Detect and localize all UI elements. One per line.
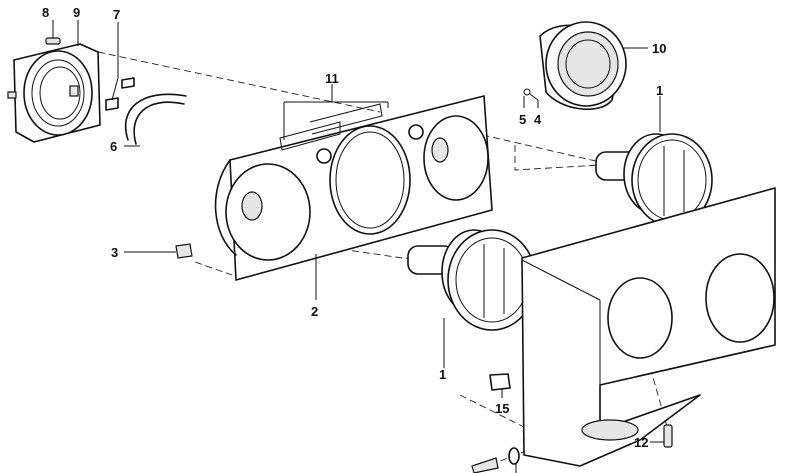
callout-5: 5 — [519, 112, 527, 127]
callout-7: 7 — [113, 7, 121, 22]
part-6-ring-segment — [124, 93, 187, 145]
callout-1-upper: 1 — [656, 83, 664, 98]
dashboard-trim-panel — [521, 187, 776, 467]
part-10-clock-gauge — [539, 21, 627, 111]
part-8-screw — [45, 37, 61, 45]
part-7-clips — [105, 77, 135, 111]
callout-2: 2 — [311, 304, 319, 319]
part-1-air-vent-upper — [595, 133, 713, 227]
callout-9: 9 — [73, 5, 81, 20]
part-12-screw — [663, 424, 673, 448]
callout-8: 8 — [42, 5, 50, 20]
part-3-clip — [175, 243, 193, 259]
callout-3: 3 — [111, 245, 119, 260]
part-2-instrument-housing — [214, 95, 493, 281]
leader-lines — [52, 20, 664, 473]
callout-1-lower: 1 — [439, 367, 447, 382]
callout-15: 15 — [495, 401, 510, 416]
part-4-5-bulb-socket — [523, 88, 539, 101]
part-9-gauge-bezel — [7, 43, 101, 143]
part-1-air-vent-lower — [407, 229, 537, 331]
part-15-clip — [489, 373, 511, 391]
callout-4: 4 — [534, 112, 542, 127]
callout-12: 12 — [634, 435, 649, 450]
bottom-screw-washer — [471, 447, 520, 473]
callout-6: 6 — [110, 139, 118, 154]
callout-10: 10 — [652, 41, 667, 56]
callout-11: 11 — [325, 71, 339, 86]
